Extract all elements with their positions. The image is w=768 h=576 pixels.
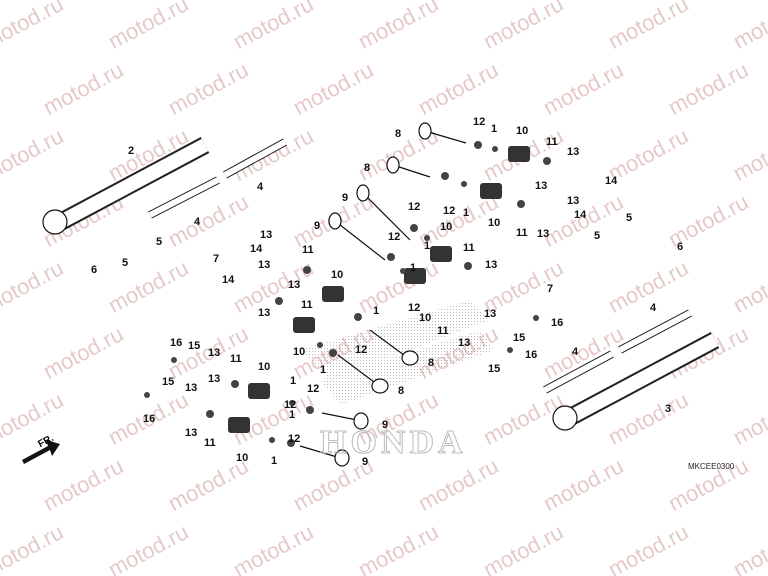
part-callout-1: 1: [491, 123, 498, 135]
part-callout-6: 6: [677, 241, 684, 253]
part-callout-10: 10: [488, 217, 501, 229]
part-callout-11: 11: [463, 242, 475, 254]
part-callout-4: 4: [650, 302, 657, 314]
part-callout-13: 13: [567, 146, 580, 158]
part-callout-10: 10: [293, 346, 306, 358]
part-callout-14: 14: [605, 175, 618, 187]
part-callout-5: 5: [594, 230, 601, 242]
part-callout-9: 9: [382, 419, 389, 431]
part-callout-6: 6: [91, 264, 98, 276]
part-callout-13: 13: [260, 229, 273, 241]
part-callout-12: 12: [284, 399, 297, 411]
part-callout-11: 11: [301, 299, 313, 311]
part-callout-12: 12: [408, 302, 421, 314]
part-callout-11: 11: [230, 353, 242, 365]
part-callout-5: 5: [156, 236, 163, 248]
front-arrow-icon: [22, 440, 60, 464]
part-callout-1: 1: [290, 375, 297, 387]
diagram-code: MKCEE0300: [688, 462, 735, 471]
camshaft-right: [552, 332, 720, 431]
part-callout-10: 10: [258, 361, 271, 373]
part-callout-13: 13: [185, 427, 198, 439]
part-callout-16: 16: [170, 337, 183, 349]
part-callout-13: 13: [537, 228, 550, 240]
part-callout-11: 11: [516, 227, 528, 239]
part-callout-8: 8: [398, 385, 405, 397]
part-callout-13: 13: [485, 259, 498, 271]
part-callout-12: 12: [355, 344, 368, 356]
part-callout-8: 8: [364, 162, 371, 174]
part-callout-13: 13: [258, 259, 271, 271]
part-callout-12: 12: [288, 433, 301, 445]
part-callout-14: 14: [222, 274, 235, 286]
part-callout-4: 4: [194, 216, 201, 228]
part-callout-1: 1: [463, 207, 470, 219]
part-callout-1: 1: [410, 262, 417, 274]
part-callout-12: 12: [473, 116, 486, 128]
part-callout-10: 10: [440, 221, 453, 233]
part-callout-7: 7: [213, 253, 220, 265]
part-callout-10: 10: [236, 452, 249, 464]
part-callout-2: 2: [128, 145, 135, 157]
part-callout-12: 12: [408, 201, 421, 213]
part-callout-11: 11: [204, 437, 216, 449]
part-callout-9: 9: [314, 220, 321, 232]
part-callout-13: 13: [258, 307, 271, 319]
part-callout-13: 13: [288, 279, 301, 291]
part-callout-1: 1: [373, 305, 380, 317]
part-callout-16: 16: [143, 413, 156, 425]
part-callout-1: 1: [424, 240, 431, 252]
part-callout-3: 3: [665, 403, 672, 415]
part-callout-15: 15: [513, 332, 526, 344]
part-callout-11: 11: [302, 244, 314, 256]
part-callout-4: 4: [257, 181, 264, 193]
camshaft-left: [42, 137, 210, 235]
part-callout-10: 10: [331, 269, 344, 281]
part-callout-4: 4: [572, 346, 579, 358]
part-callout-16: 16: [525, 349, 538, 361]
part-callout-15: 15: [188, 340, 201, 352]
part-callout-13: 13: [567, 195, 580, 207]
part-callout-12: 12: [307, 383, 320, 395]
part-callout-8: 8: [395, 128, 402, 140]
part-callout-9: 9: [342, 192, 349, 204]
part-callout-1: 1: [320, 364, 327, 376]
part-callout-5: 5: [122, 257, 129, 269]
honda-logo: HONDA: [320, 424, 467, 462]
part-callout-13: 13: [458, 337, 471, 349]
part-callout-5: 5: [626, 212, 633, 224]
part-callout-1: 1: [271, 455, 278, 467]
part-callout-14: 14: [574, 209, 587, 221]
part-callout-13: 13: [185, 382, 198, 394]
part-callout-13: 13: [208, 373, 221, 385]
part-callout-8: 8: [428, 357, 435, 369]
part-callout-7: 7: [547, 283, 554, 295]
part-callout-1: 1: [289, 409, 296, 421]
part-callout-14: 14: [250, 243, 263, 255]
part-callout-15: 15: [162, 376, 175, 388]
part-callout-12: 12: [443, 205, 456, 217]
part-callout-16: 16: [551, 317, 564, 329]
part-callout-10: 10: [516, 125, 529, 137]
part-callout-9: 9: [362, 456, 369, 468]
part-callout-10: 10: [419, 312, 432, 324]
part-callout-11: 11: [437, 325, 449, 337]
part-callout-12: 12: [388, 231, 401, 243]
part-callout-15: 15: [488, 363, 501, 375]
part-callout-13: 13: [208, 347, 221, 359]
part-callout-13: 13: [535, 180, 548, 192]
part-callout-11: 11: [546, 136, 558, 148]
part-callout-13: 13: [484, 308, 497, 320]
